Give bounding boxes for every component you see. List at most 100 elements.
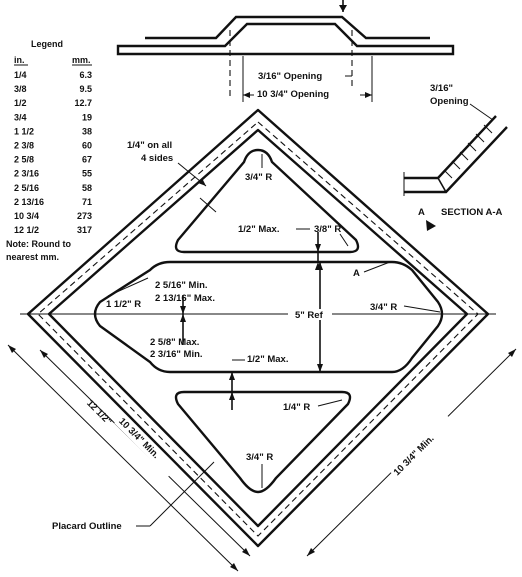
quarter-all-arrow: [198, 178, 206, 186]
max-2-5-8-label: 2 5/8" Max.: [150, 337, 199, 348]
legend-row-in: 2 13/16: [14, 197, 44, 207]
legend-note-1: Note: Round to: [6, 239, 71, 249]
legend-row-in: 2 5/16: [14, 183, 39, 193]
legend-row-mm: 6.3: [79, 70, 92, 80]
dim-10-3-4-left-mask: [114, 413, 178, 477]
top-width-arrow-right: [365, 92, 372, 98]
r-bottom-label: 3/4" R: [246, 452, 273, 463]
dim-10-3-4-right-arrow-1: [508, 349, 516, 357]
legend: Legend in. mm. 1/4 6.3 3/8 9.5 1/2 12.7 3/4 19 1…: [6, 39, 92, 262]
dim-10-3-4-left-arrow-1: [40, 350, 48, 358]
half-max-top-label: 1/2" Max.: [238, 224, 279, 235]
half-max-bottom-arrow-1: [229, 372, 235, 380]
dim-10-3-4-left-arrow-2: [242, 548, 250, 556]
legend-row-in: 1/2: [14, 98, 27, 108]
dim-10-3-4-right-arrow-2: [307, 548, 315, 556]
top-opening: [174, 148, 360, 254]
section-a-a: 3/16" Opening A SECTION A-A: [403, 83, 508, 231]
legend-row-in: 2 3/8: [14, 141, 34, 151]
dim-10-3-4-right-label: 10 3/4" Min.: [392, 433, 437, 478]
legend-row-mm: 38: [82, 126, 92, 136]
half-max-bottom-arrow-2: [229, 392, 235, 400]
placard-outline-leader-2: [149, 461, 215, 527]
band-arrow-1: [180, 306, 186, 314]
top-width-mask: [254, 87, 360, 99]
legend-row-in: 1 1/2: [14, 126, 34, 136]
legend-row-in: 10 3/4: [14, 211, 39, 221]
five-ref-arrow-bottom: [317, 364, 323, 372]
diamond-outer: [26, 108, 490, 548]
section-title: SECTION A-A: [441, 207, 503, 218]
dim-12-half-arrow-1: [8, 345, 16, 353]
max-2-13-16-label: 2 13/16" Max.: [155, 293, 215, 304]
min-2-5-16-label: 2 5/16" Min.: [155, 280, 208, 291]
five-ref-label: 5" Ref: [295, 310, 324, 321]
section-hatch: [443, 124, 493, 179]
top-leader-arrow: [339, 5, 347, 12]
section-profile-3: [437, 177, 447, 193]
top-opening-label: 3/16" Opening: [258, 71, 322, 82]
r-3-8-leader: [339, 233, 349, 247]
diamond-annotations: 1/4" on all 4 sides 3/4" R 1/2" Max. 3/8…: [106, 140, 441, 488]
side-opening-leader: [469, 103, 494, 121]
section-mark: A: [418, 207, 425, 218]
middle-opening: [93, 260, 444, 374]
r-right-leader: [403, 305, 441, 313]
legend-row-mm: 19: [82, 112, 92, 122]
dim-10-3-4-left-label: 10 3/4" Min.: [116, 416, 161, 461]
diamond-placard: [20, 108, 496, 548]
side-opening-2: Opening: [430, 96, 469, 107]
legend-row-mm: 58: [82, 183, 92, 193]
legend-row-in: 12 1/2: [14, 225, 39, 235]
five-ref-mask: [288, 309, 332, 320]
r-quarter-leader: [317, 399, 343, 407]
legend-row-mm: 55: [82, 169, 92, 179]
placard-outline-label: Placard Outline: [52, 521, 122, 532]
r-3-8-label: 3/8" R: [314, 224, 341, 235]
bottom-opening: [174, 390, 352, 494]
quarter-all-1: 1/4" on all: [127, 140, 172, 151]
five-ref-arrow-top: [317, 262, 323, 270]
half-max-bottom-label: 1/2" Max.: [247, 354, 288, 365]
diamond-inner: [47, 128, 469, 528]
legend-row-mm: 71: [82, 197, 92, 207]
min-2-3-16-label: 2 3/16" Min.: [150, 349, 203, 360]
legend-note-2: nearest mm.: [6, 252, 59, 262]
r-1-1-2-label: 1 1/2" R: [106, 299, 141, 310]
legend-row-mm: 67: [82, 155, 92, 165]
section-mark-arrow: [426, 220, 436, 231]
side-opening-1: 3/16": [430, 83, 453, 94]
legend-row-in: 3/8: [14, 84, 27, 94]
quarter-all-2: 4 sides: [141, 153, 173, 164]
dim-12-half-line: [7, 344, 239, 572]
legend-title: Legend: [31, 39, 63, 49]
r-1-1-2-leader: [107, 277, 149, 297]
legend-row-in: 2 3/16: [14, 169, 39, 179]
band-arrow-2: [180, 314, 186, 322]
legend-col-in: in.: [14, 55, 25, 65]
section-profile-1: [404, 115, 497, 180]
top-section-view: 3/16" Opening 10 3/4" Opening: [116, 0, 455, 102]
dim-12-half-arrow-2: [230, 563, 238, 571]
legend-col-mm: mm.: [72, 55, 91, 65]
legend-row-in: 1/4: [14, 70, 27, 80]
placard-outline: [37, 121, 479, 537]
r-quarter-label: 1/4" R: [283, 402, 310, 413]
legend-row-mm: 12.7: [74, 98, 92, 108]
half-max-top-arrow-1: [315, 244, 321, 252]
top-profile-inner: [145, 15, 430, 40]
top-width-label: 10 3/4" Opening: [257, 89, 329, 100]
quarter-all-leader-2: [199, 197, 217, 213]
legend-row-mm: 273: [77, 211, 92, 221]
legend-row-mm: 9.5: [79, 84, 92, 94]
dim-12-half-mask: [82, 395, 126, 439]
top-width-arrow-left: [243, 92, 250, 98]
legend-row-in: 2 5/8: [14, 155, 34, 165]
r-top-label: 3/4" R: [245, 172, 272, 183]
legend-row-in: 3/4: [14, 112, 27, 122]
dim-10-3-4-right-mask: [388, 413, 456, 481]
section-mark-main: A: [353, 268, 360, 279]
r-right-label: 3/4" R: [370, 302, 397, 313]
